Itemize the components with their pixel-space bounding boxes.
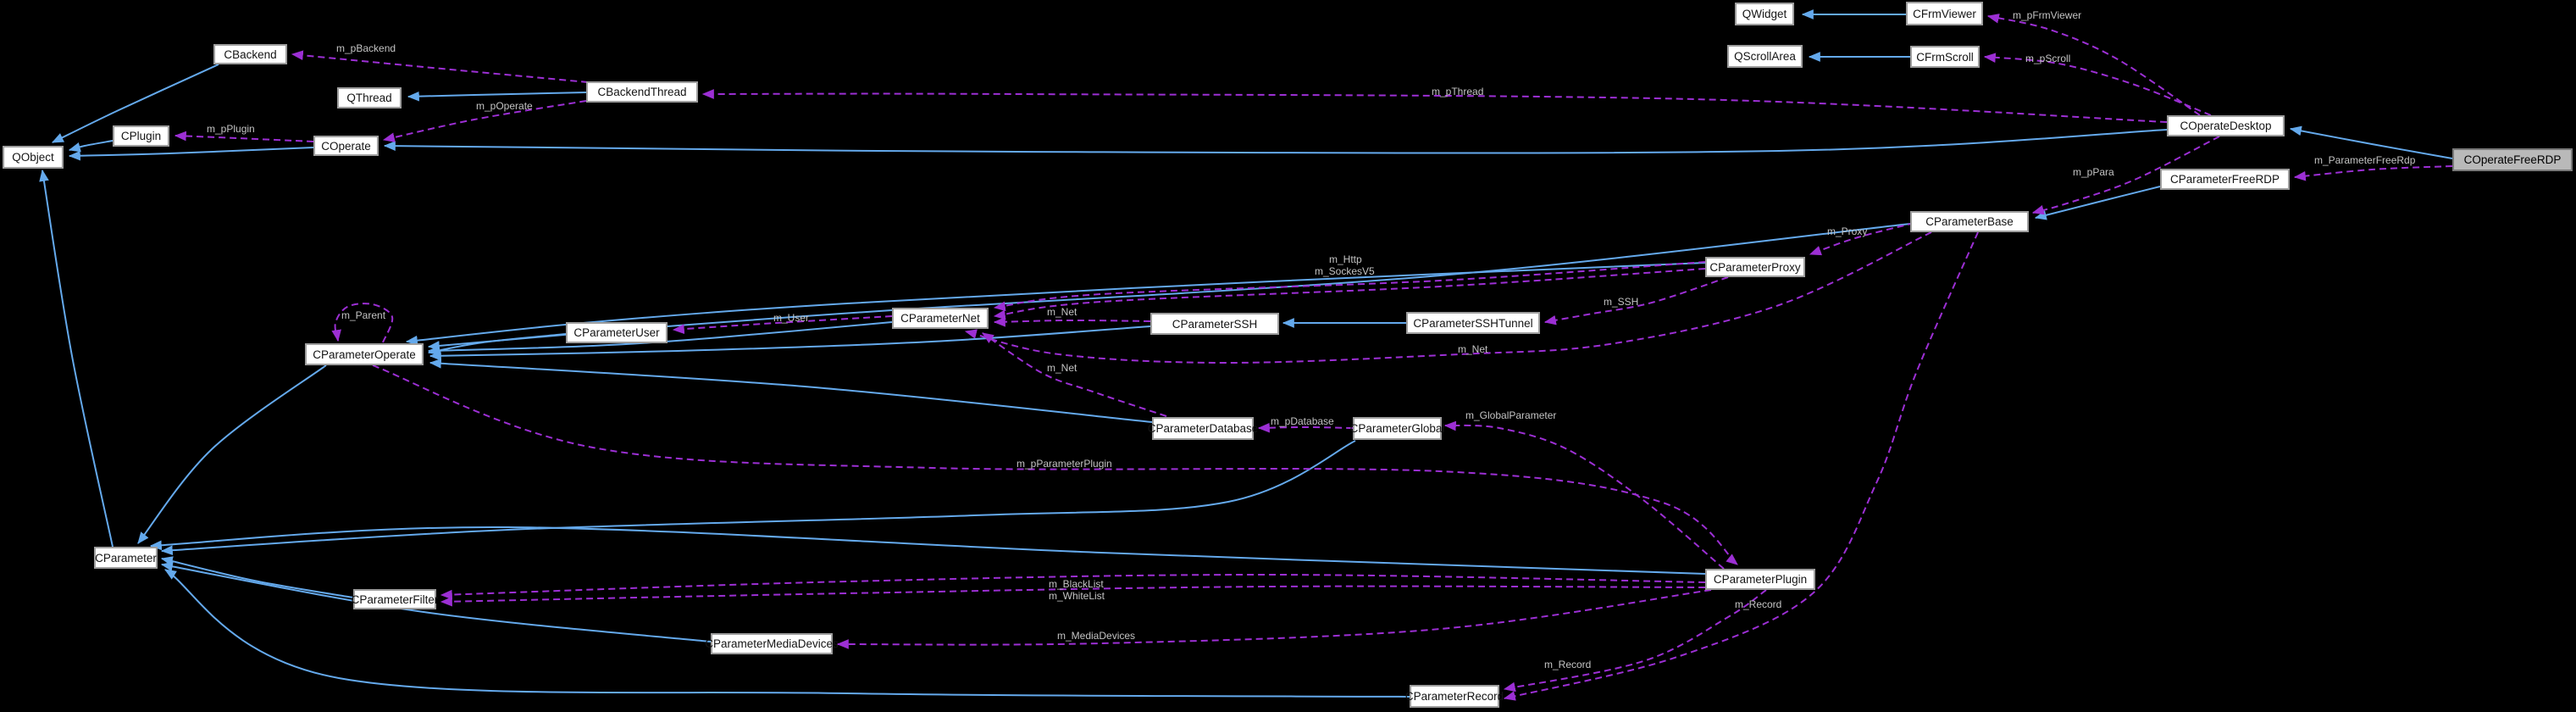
node-cparameterproxy[interactable]: CParameterProxy	[1705, 257, 1805, 277]
edge-label-m-proxy: m_Proxy	[1827, 225, 1868, 237]
node-coperatedesktop[interactable]: COperateDesktop	[2167, 115, 2285, 136]
edge-m-pscroll	[1983, 53, 2212, 116]
node-cbackend[interactable]: CBackend	[213, 44, 287, 64]
edge-m-net-db	[982, 332, 1167, 417]
node-cfrmviewer[interactable]: CFrmViewer	[1906, 2, 1983, 25]
edge-label-m-record-base: m_Record	[1544, 659, 1592, 670]
edge-m-ppara	[2031, 136, 2220, 215]
node-qscrollarea[interactable]: QScrollArea	[1727, 45, 1803, 68]
edge-label-m-mediadevices: m_MediaDevices	[1057, 630, 1136, 642]
edge-m-net-ssh	[993, 316, 1151, 327]
edge-m-http	[993, 261, 1706, 312]
node-cparameter[interactable]: CParameter	[94, 547, 158, 569]
edge-label-m-poperate: m_pOperate	[476, 100, 533, 112]
edge-m-mediadevices	[836, 589, 1712, 649]
node-cparameterfilter[interactable]: CParameterFilter	[352, 589, 438, 609]
edge-m-record-base	[1503, 231, 1979, 701]
node-coperatefreerdp[interactable]: COperateFreeRDP	[2452, 148, 2573, 171]
edge-m-blacklist	[440, 573, 1706, 600]
edge-label-m-net-base: m_Net	[1458, 343, 1488, 355]
edge-cparameterfilter-cparameter	[160, 556, 354, 598]
edge-label-m-parameterfreerdp: m_ParameterFreeRdp	[2314, 154, 2416, 166]
edge-label-m-pplugin: m_pPlugin	[207, 123, 255, 135]
edge-label-m-pfrmviewer: m_pFrmViewer	[2013, 9, 2082, 21]
node-cplugin[interactable]: CPlugin	[113, 125, 169, 147]
edge-cparameter-qobject	[39, 169, 114, 548]
edge-label-m-parent: m_Parent	[341, 309, 386, 321]
edge-coperate-qobject	[68, 147, 314, 161]
edge-m-whitelist	[440, 585, 1706, 607]
node-cparameteruser[interactable]: CParameterUser	[566, 322, 668, 343]
edge-label-m-http: m_Http	[1329, 253, 1362, 265]
edge-label-m-pbackend: m_pBackend	[336, 42, 396, 54]
node-cparameterplugin[interactable]: CParameterPlugin	[1705, 569, 1815, 590]
edge-cbackend-qobject	[51, 64, 219, 143]
edge-cparameterplugin-cparameter	[149, 526, 1706, 575]
edge-label-m-whitelist: m_WhiteList	[1049, 590, 1105, 602]
node-cparameternet[interactable]: CParameterNet	[892, 308, 989, 329]
edge-m-proxy	[1809, 222, 1915, 256]
node-cparameterglobal[interactable]: CParameterGlobal	[1350, 417, 1444, 440]
edge-m-user	[672, 315, 893, 335]
node-qwidget[interactable]: QWidget	[1735, 3, 1794, 25]
node-cparametermediadevices[interactable]: CParameterMediaDevices	[705, 633, 839, 654]
edge-label-m-net-db: m_Net	[1047, 362, 1077, 374]
edge-label-m-ssh: m_SSH	[1604, 296, 1639, 308]
edge-m-pplugin	[174, 131, 314, 142]
edge-label-m-user: m_User	[773, 312, 810, 324]
node-cbackendthread[interactable]: CBackendThread	[586, 81, 698, 103]
edge-coperatedesktop-coperate	[383, 129, 2168, 154]
edge-cbackendthread-qthread	[407, 91, 587, 102]
edge-label-m-globalparameter: m_GlobalParameter	[1465, 409, 1557, 421]
edge-cparameterrecord-cparameter	[164, 569, 1410, 698]
edge-cparameterssh-cparameteroperate	[429, 325, 1151, 361]
node-qobject[interactable]: QObject	[3, 146, 64, 169]
node-cparameteroperate[interactable]: CParameterOperate	[305, 343, 424, 365]
edge-label-m-pparameterplugin: m_pParameterPlugin	[1017, 458, 1112, 470]
node-cparameterbase[interactable]: CParameterBase	[1910, 211, 2029, 232]
edge-label-m-net-ssh: m_Net	[1047, 306, 1077, 318]
node-coperate[interactable]: COperate	[313, 136, 379, 156]
edge-m-net-base	[964, 231, 1932, 364]
edge-cparametermediadevices-cparameter	[160, 561, 712, 642]
edge-cplugin-qobject	[68, 140, 114, 153]
edge-m-pfrmviewer	[1986, 14, 2201, 116]
edge-label-m-ppara: m_pPara	[2073, 166, 2114, 178]
edge-label-m-sockesv5: m_SockesV5	[1315, 265, 1375, 277]
edge-m-parent	[331, 303, 394, 343]
edge-cparameterglobal-cparameter	[160, 440, 1356, 556]
edge-m-pbackend	[291, 50, 589, 83]
edge-label-m-record-plugin: m_Record	[1735, 598, 1782, 610]
edge-cparameteroperate-cparameter	[137, 364, 327, 544]
node-qthread[interactable]: QThread	[337, 87, 402, 108]
edge-coperatefreerdp-coperatedesktop	[2289, 125, 2453, 159]
node-cparameterdatabase[interactable]: CParameterDatabase	[1148, 417, 1258, 440]
edge-label-m-pthread: m_pThread	[1432, 86, 1484, 97]
edge-m-poperate	[382, 100, 587, 142]
edge-label-m-pdatabase: m_pDatabase	[1271, 415, 1334, 427]
edge-m-pthread	[701, 89, 2168, 123]
node-cfrmscroll[interactable]: CFrmScroll	[1910, 46, 1980, 68]
edge-m-pdatabase	[1257, 422, 1354, 433]
node-cparameterrecord[interactable]: CParameterRecord	[1405, 685, 1504, 708]
node-cparameterssh[interactable]: CParameterSSH	[1150, 313, 1279, 335]
edge-m-ssh	[1543, 276, 1729, 325]
edge-label-m-pscroll: m_pScroll	[2025, 53, 2071, 64]
edge-label-m-blacklist: m_BlackList	[1049, 578, 1104, 590]
edge-m-globalparameter	[1443, 420, 1725, 570]
edge-m-record-plugin	[1503, 589, 1767, 693]
edge-m-parameterfreerdp	[2293, 165, 2453, 181]
edge-cparameterfreerdp-cparameterbase	[2034, 186, 2161, 220]
edge-cparameterdatabase-cparameteroperate	[429, 358, 1153, 423]
node-cparameterfreerdp[interactable]: CParameterFreeRDP	[2160, 169, 2290, 190]
node-cparametersshtunnel[interactable]: CParameterSSHTunnel	[1406, 312, 1540, 334]
edge-m-sockesv5	[993, 268, 1706, 320]
